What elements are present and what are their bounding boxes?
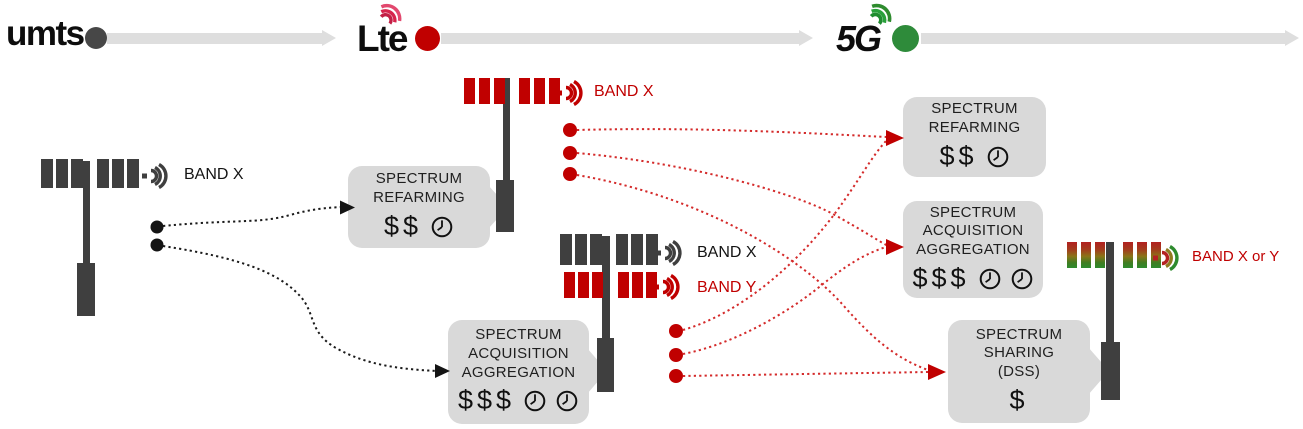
box-lte-spectrum-acquisition: SPECTRUM ACQUISITION AGGREGATION $$$ bbox=[448, 320, 589, 424]
box-title-line: ACQUISITION bbox=[468, 344, 569, 362]
umts-timeline-dot bbox=[85, 27, 107, 49]
lte-logo-waves-icon bbox=[379, 3, 402, 25]
connector-bandx-to-5g-refarming bbox=[576, 128, 887, 138]
box-title-line: SPECTRUM bbox=[931, 100, 1018, 118]
box-title-line: SHARING bbox=[983, 344, 1055, 362]
arrowhead-red bbox=[928, 364, 946, 380]
connector-dot-red bbox=[669, 369, 683, 383]
connector-dot-black bbox=[150, 220, 164, 234]
timeline-bar-lte-5g bbox=[441, 33, 799, 44]
box-title-line: SPECTRUM bbox=[929, 203, 1017, 221]
connector-bandx-to-5g-acquisition bbox=[576, 152, 889, 247]
connector-umts-to-acquisition bbox=[162, 245, 437, 372]
cost-dollars: $$$ bbox=[457, 385, 516, 416]
arrowhead-black bbox=[435, 364, 450, 378]
clock-icon bbox=[431, 216, 453, 238]
connector-dot-red bbox=[669, 324, 683, 338]
connector-umts-to-refarming bbox=[162, 206, 342, 227]
fiveg-antenna-base bbox=[1101, 342, 1120, 400]
connector-bandx-to-5g-sharing bbox=[576, 174, 929, 371]
fiveg-logo: 5G bbox=[836, 18, 882, 59]
umts-antenna-base bbox=[77, 263, 95, 316]
box-5g-spectrum-sharing-dss: SPECTRUM SHARING (DSS) $ bbox=[948, 320, 1090, 423]
lte-antenna-bars bbox=[464, 78, 560, 104]
clock-icon bbox=[987, 146, 1008, 168]
clock-icon bbox=[979, 268, 1000, 289]
cost-dollars: $ bbox=[1009, 384, 1029, 415]
lte-antenna-mast bbox=[503, 78, 510, 182]
box-title-line: AGGREGATION bbox=[916, 241, 1030, 258]
connector-dot-red bbox=[563, 146, 577, 160]
lte-timeline-dot bbox=[415, 26, 440, 51]
fiveg-timeline-dot bbox=[892, 25, 919, 52]
connector-dot-black bbox=[150, 238, 164, 252]
fiveg-band-label: BAND X or Y bbox=[1192, 248, 1280, 265]
timeline-arrow-tip bbox=[322, 30, 336, 46]
fiveg-antenna-mast bbox=[1106, 242, 1114, 344]
dual-signal-x-icon bbox=[656, 239, 682, 267]
connector-dual-to-5g-acquisition bbox=[682, 246, 887, 355]
arrowhead-red bbox=[886, 130, 904, 146]
timeline-bar-umts-lte bbox=[107, 33, 322, 44]
clock-icon bbox=[524, 390, 546, 412]
connector-dot-red bbox=[563, 123, 577, 137]
box-lte-spectrum-refarming: SPECTRUM REFARMING $$ bbox=[348, 166, 490, 248]
umts-antenna-mast bbox=[83, 161, 90, 265]
fiveg-logo-waves-icon bbox=[869, 3, 892, 25]
box-5g-spectrum-acquisition: SPECTRUM ACQUISITION AGGREGATION $$$ bbox=[903, 201, 1043, 298]
umts-band-label: BAND X bbox=[184, 166, 244, 183]
timeline-arrow-tip bbox=[799, 30, 813, 46]
box-title-line: SPECTRUM bbox=[375, 170, 463, 188]
arrowhead-red bbox=[886, 239, 904, 255]
dual-band-y-label: BAND Y bbox=[697, 279, 757, 296]
umts-antenna-bars bbox=[41, 159, 139, 188]
box-title-line: (DSS) bbox=[997, 363, 1041, 380]
clock-icon bbox=[556, 390, 578, 412]
box-title-line: SPECTRUM bbox=[975, 325, 1063, 343]
box-title-line: AGGREGATION bbox=[461, 363, 576, 381]
lte-signal-icon bbox=[557, 79, 583, 107]
box-title-line: REFARMING bbox=[928, 119, 1021, 137]
arrowhead-black bbox=[340, 200, 355, 215]
cost-dollars: $$ bbox=[383, 210, 423, 241]
umts-logo: umts bbox=[6, 14, 85, 53]
cost-dollars: $$$ bbox=[912, 262, 970, 293]
lte-logo: Lte bbox=[357, 18, 408, 59]
fiveg-signal-icon bbox=[1153, 244, 1179, 272]
dual-antenna-mast bbox=[602, 236, 610, 340]
dual-signal-y-icon bbox=[654, 273, 680, 301]
lte-antenna-base bbox=[496, 180, 514, 232]
umts-signal-icon bbox=[142, 162, 168, 190]
dual-band-x-label: BAND X bbox=[697, 244, 757, 261]
lte-band-label: BAND X bbox=[594, 83, 654, 100]
dual-antenna-bars-x bbox=[560, 234, 658, 265]
dual-antenna-bars-y bbox=[564, 272, 657, 298]
connector-dual-to-5g-refarming bbox=[682, 140, 887, 331]
fiveg-antenna-bars bbox=[1067, 242, 1161, 268]
box-5g-spectrum-refarming: SPECTRUM REFARMING $$ bbox=[903, 97, 1046, 177]
connector-dot-red bbox=[563, 167, 577, 181]
connector-dot-red bbox=[669, 348, 683, 362]
box-title-line: SPECTRUM bbox=[475, 326, 562, 343]
cost-dollars: $$ bbox=[939, 140, 978, 171]
timeline-bar-5g-future bbox=[921, 33, 1285, 44]
timeline-arrow-tip bbox=[1285, 30, 1299, 46]
box-title-line: ACQUISITION bbox=[922, 222, 1024, 240]
dual-antenna-base bbox=[597, 338, 614, 392]
box-title-line: REFARMING bbox=[373, 189, 465, 207]
connector-dual-to-5g-sharing bbox=[682, 371, 929, 377]
clock-icon bbox=[1011, 268, 1032, 289]
